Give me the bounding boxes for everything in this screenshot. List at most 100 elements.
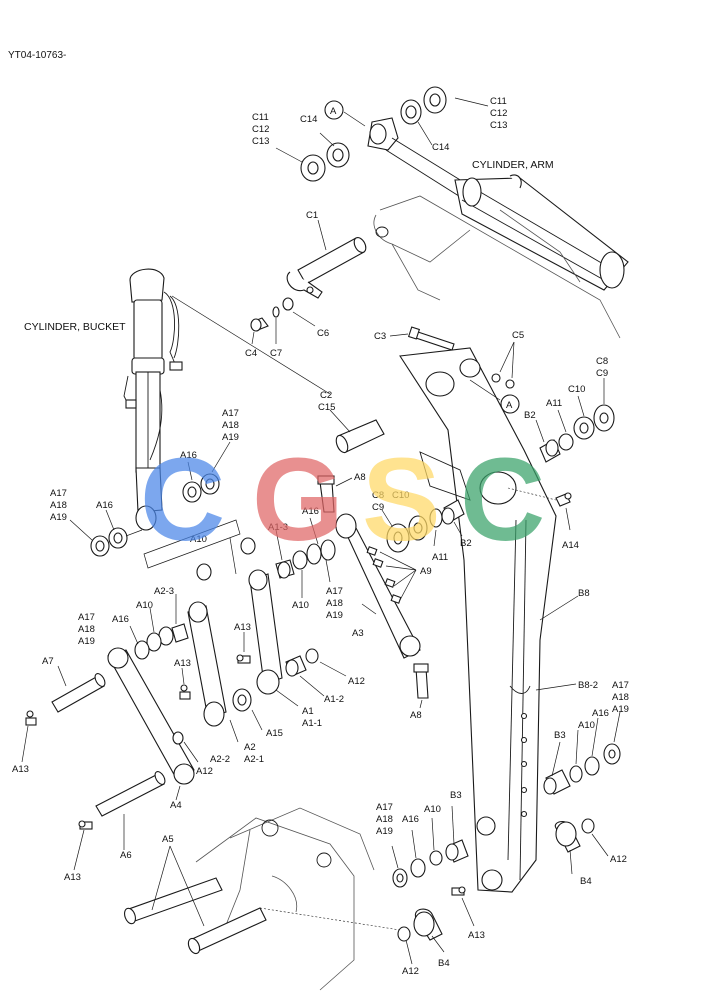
washer-a11-top: [558, 433, 574, 451]
label-a1-1: A1-1: [302, 718, 322, 729]
label-c2: C2: [320, 390, 332, 401]
label-a10-b: A10: [292, 600, 309, 611]
label-b4-a: B4: [580, 876, 592, 887]
label-c11-top: C11: [490, 96, 507, 107]
watermark-letter-g: G: [252, 434, 344, 566]
label-a1-3: A1-3: [268, 522, 288, 533]
label-a9: A9: [420, 566, 432, 577]
link-a3: [335, 513, 421, 659]
grease-nipple-a13-lower: [78, 820, 93, 830]
label-a14: A14: [562, 540, 579, 551]
pin-a6: [95, 771, 166, 817]
label-a13-a: A13: [234, 622, 251, 633]
circle-a-mid-label: A: [506, 400, 513, 411]
label-a4: A4: [170, 800, 182, 811]
washer-c14-right: [400, 99, 422, 125]
bushing-a15: [232, 688, 252, 712]
washer-stack-a16-a19-left-mid: [134, 623, 189, 660]
label-a17-d: A17: [78, 612, 95, 623]
label-c14-right: C14: [432, 142, 449, 153]
grease-nipple-a13-upper: [236, 654, 251, 664]
document-id: YT04-10763-: [8, 50, 66, 61]
label-a8-low: A8: [410, 710, 422, 721]
washer-c8-c9-mid: [386, 523, 410, 553]
pins-a9: [366, 546, 402, 604]
bushing-b4-center: [413, 908, 443, 941]
label-c15: C15: [318, 402, 335, 413]
label-a17-c: A17: [326, 586, 343, 597]
bushing-b4-right: [554, 820, 581, 853]
label-a18-d: A18: [78, 624, 95, 635]
label-a12-d: A12: [402, 966, 419, 977]
washer-a12-right: [581, 818, 595, 834]
washer-c7: [272, 306, 280, 318]
washer-stack-a10-a19-center: [392, 850, 443, 888]
label-a3: A3: [352, 628, 364, 639]
washer-a12-left: [172, 731, 184, 745]
washer-c14-left: [326, 142, 350, 168]
label-b8-2: B8-2: [578, 680, 598, 691]
washer-stack-a17-a19-left: [90, 527, 128, 557]
label-c9-mid: C9: [372, 502, 384, 513]
label-c3: C3: [374, 331, 386, 342]
label-a2: A2: [244, 742, 256, 753]
label-c8-top: C8: [596, 356, 608, 367]
label-c13-left: C13: [252, 136, 269, 147]
label-b2-mid: B2: [460, 538, 472, 549]
label-a18-b: A18: [50, 500, 67, 511]
label-a1: A1: [302, 706, 314, 717]
label-c13-top: C13: [490, 120, 507, 131]
washer-c10-top: [573, 416, 595, 440]
bushing-a10-group: [196, 537, 256, 581]
arm-cylinder: [367, 117, 629, 291]
label-a17-a: A17: [222, 408, 239, 419]
label-b8: B8: [578, 588, 590, 599]
label-a19-a: A19: [222, 432, 239, 443]
label-a19-b: A19: [50, 512, 67, 523]
washer-stack-a17-a19-mid: [275, 539, 336, 579]
washer-c11-c13-right: [423, 86, 447, 114]
bolt-a8-top: [317, 475, 335, 513]
label-a13-c: A13: [12, 764, 29, 775]
label-a5: A5: [162, 834, 174, 845]
label-a19-c: A19: [326, 610, 343, 621]
label-c8-mid: C8: [372, 490, 384, 501]
label-a18-e: A18: [612, 692, 629, 703]
label-a19-e: A19: [612, 704, 629, 715]
label-c14-left: C14: [300, 114, 317, 125]
label-a8-top: A8: [354, 472, 366, 483]
label-a11-mid: A11: [432, 552, 448, 563]
fitting-a14: [555, 492, 572, 507]
title-cylinder-arm: CYLINDER, ARM: [472, 159, 554, 171]
circle-a-top-label: A: [330, 106, 337, 117]
label-a19-d: A19: [78, 636, 95, 647]
label-c12-left: C12: [252, 124, 269, 135]
washer-stack-a10-a19-right: [569, 743, 621, 783]
watermark-letter-s: S: [362, 434, 441, 566]
bolt-c3: [407, 326, 455, 351]
link-a1: [248, 569, 283, 695]
label-a16-d: A16: [112, 614, 129, 625]
boom-tip-outline: [373, 195, 621, 339]
pin-a5-lower: [187, 907, 267, 955]
pin-c2: [335, 419, 385, 454]
link-a4: [107, 647, 195, 785]
label-a16-c: A16: [302, 506, 319, 517]
plate-c6: [282, 297, 294, 311]
bushing-b3-center: [445, 839, 469, 863]
label-c9-top: C9: [596, 368, 608, 379]
grease-nipple-a13-left: [25, 710, 37, 726]
label-b3-a: B3: [554, 730, 566, 741]
bolt-c4: [250, 317, 269, 332]
washer-c10-mid: [408, 515, 428, 541]
pin-a5-upper: [124, 877, 223, 925]
washer-c11-c13-left: [300, 154, 326, 182]
bucket-bracket: [195, 807, 375, 991]
label-b2-top: B2: [524, 410, 536, 421]
label-a17-e: A17: [612, 680, 629, 691]
title-cylinder-bucket: CYLINDER, BUCKET: [24, 321, 126, 333]
label-a10-c: A10: [136, 600, 153, 611]
label-b3-b: B3: [450, 790, 462, 801]
washer-a12-center: [397, 926, 411, 942]
